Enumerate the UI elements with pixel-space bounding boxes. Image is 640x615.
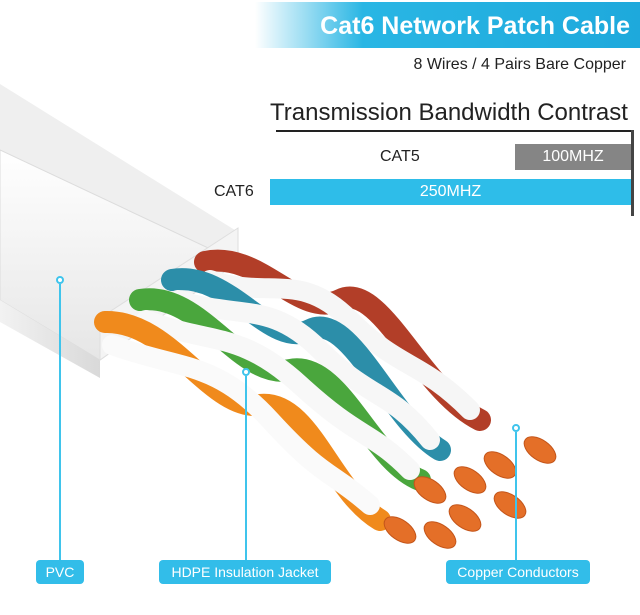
- conductor-leader-line: [515, 432, 517, 560]
- cat5-bar: 100MHZ: [515, 144, 631, 170]
- bandwidth-title: Transmission Bandwidth Contrast: [270, 99, 628, 126]
- bandwidth-underline: [276, 130, 634, 132]
- copper-tips: [383, 436, 557, 549]
- pvc-pointer-dot: [56, 276, 64, 284]
- page-title: Cat6 Network Patch Cable: [320, 12, 630, 40]
- conductors-callout: Copper Conductors: [446, 560, 590, 584]
- jacket-callout: HDPE Insulation Jacket: [159, 560, 331, 584]
- cat6-label: CAT6: [214, 183, 254, 200]
- pvc-leader-line: [59, 284, 61, 560]
- cat6-value: 250MHZ: [419, 183, 482, 200]
- jacket-pointer-dot: [242, 368, 250, 376]
- cat6-bar: 250MHZ: [270, 179, 631, 205]
- jacket-leader-line: [245, 376, 247, 560]
- bandwidth-axis: [631, 130, 634, 216]
- cable-illustration: [0, 84, 557, 549]
- twisted-pairs: [94, 249, 491, 531]
- cat5-value: 100MHZ: [542, 148, 604, 165]
- pvc-callout: PVC: [36, 560, 84, 584]
- page-subtitle: 8 Wires / 4 Pairs Bare Copper: [413, 56, 626, 73]
- cat5-label: CAT5: [380, 148, 420, 165]
- title-banner: [255, 2, 640, 48]
- conductor-pointer-dot: [512, 424, 520, 432]
